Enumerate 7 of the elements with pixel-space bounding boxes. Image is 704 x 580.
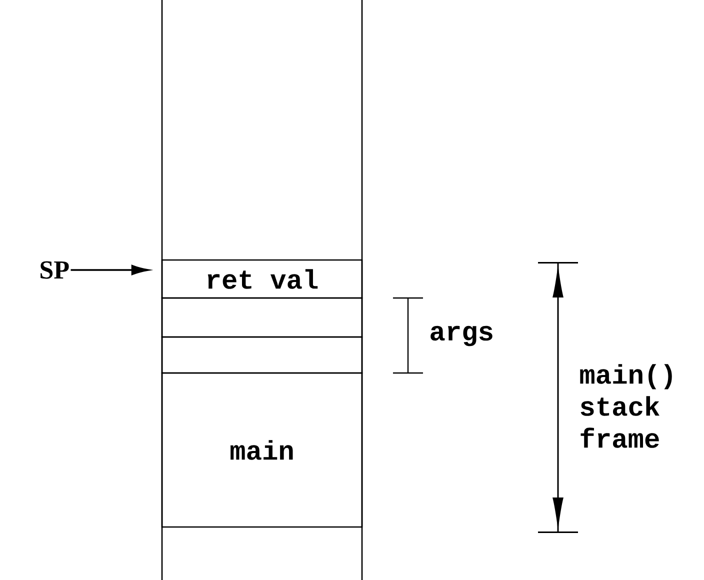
dimension-label: main() stack frame bbox=[580, 364, 672, 448]
stack-cell bbox=[161, 297, 363, 338]
stack-cell: ret val bbox=[161, 259, 363, 299]
stack-cell: main bbox=[161, 372, 363, 528]
stack-cell bbox=[161, 336, 363, 374]
pointer-label: SP bbox=[40, 261, 69, 279]
bracket-label: args bbox=[430, 326, 492, 346]
